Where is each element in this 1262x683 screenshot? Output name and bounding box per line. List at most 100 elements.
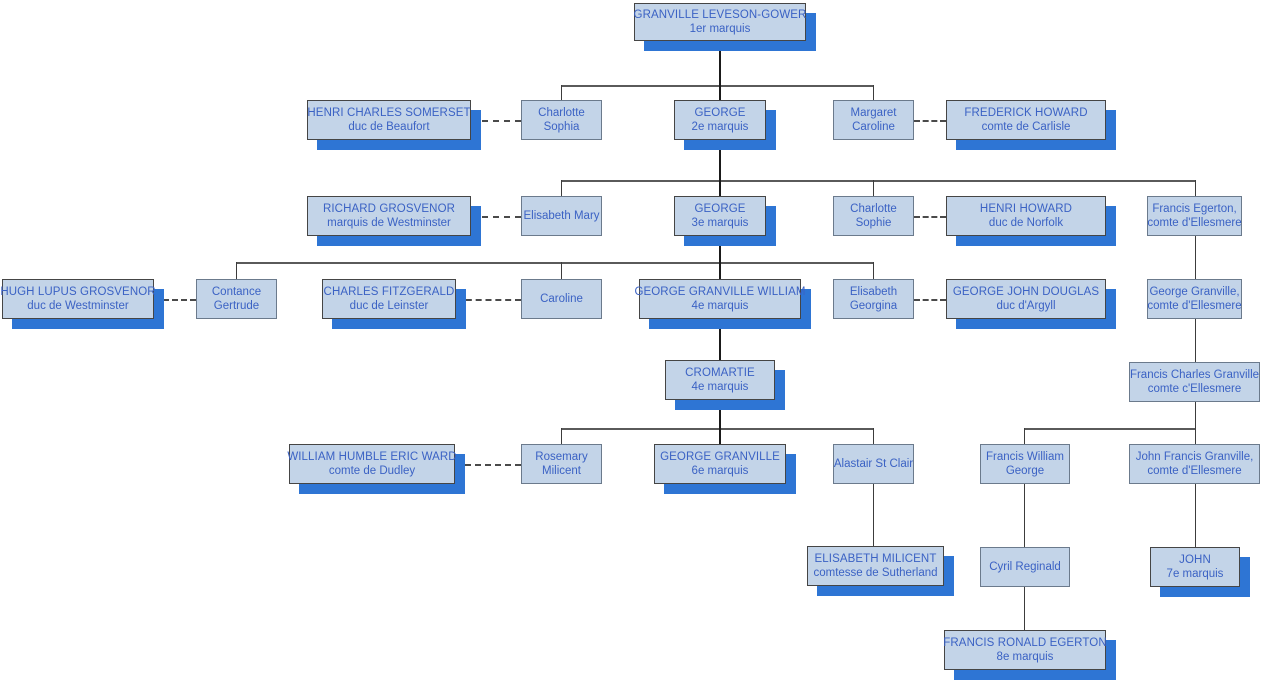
connector-bus-gen4 (236, 262, 874, 264)
connector-cyril-down (1024, 587, 1025, 630)
marriage-connector (471, 120, 521, 122)
person-name: HENRI CHARLES SOMERSET (307, 106, 471, 119)
connector-bus-gen6-to-alastair (873, 428, 874, 444)
person-name: GEORGE JOHN DOUGLAS (952, 285, 1100, 298)
marriage-connector (914, 120, 946, 122)
person-title: duc de Westminster (27, 300, 129, 312)
connector-bus-gen2-to-margaret (873, 85, 874, 100)
person-node[interactable]: GEORGE 2e marquis (674, 100, 766, 140)
person-node[interactable]: Francis Egerton, comte d'Ellesmere (1147, 196, 1242, 236)
connector-fwg-down (1024, 484, 1025, 547)
person-title: duc de Beaufort (348, 121, 430, 133)
connector-george-granville-down (1195, 319, 1196, 362)
person-title: 2e marquis (691, 121, 749, 133)
person-title: 1er marquis (689, 23, 751, 35)
person-title: Georgina (849, 300, 898, 312)
person-node[interactable]: GRANVILLE LEVESON-GOWER 1er marquis (634, 3, 806, 41)
person-node[interactable]: John Francis Granville, comte d'Ellesmere (1129, 444, 1260, 484)
person-title: comte d'Ellesmere (1147, 300, 1242, 312)
person-title: Sophia (543, 121, 580, 133)
connector-bus-gen4-to-elisabeth-georgina (873, 262, 874, 279)
person-name: HENRI HOWARD (979, 202, 1073, 215)
person-node[interactable]: Alastair St Clair (833, 444, 914, 484)
person-title: 7e marquis (1166, 568, 1224, 580)
person-node[interactable]: Cyril Reginald (980, 547, 1070, 587)
person-name: FREDERICK HOWARD (964, 106, 1088, 119)
person-node[interactable]: HENRI CHARLES SOMERSET duc de Beaufort (307, 100, 471, 140)
person-title: comte de Dudley (328, 465, 416, 477)
connector-alastair-down (873, 484, 874, 546)
connector-george2-down (719, 140, 721, 180)
connector-bus-gen3 (561, 180, 1196, 182)
person-name: GRANVILLE LEVESON-GOWER (633, 8, 807, 21)
person-title: comte d'Ellesmere (1147, 465, 1242, 477)
person-node[interactable]: Elisabeth Mary (521, 196, 602, 236)
person-node[interactable]: RICHARD GROSVENOR marquis de Westminster (307, 196, 471, 236)
connector-bus-ellesmere-to-jfg (1195, 428, 1196, 444)
person-name: CHARLES FITZGERALD (323, 285, 455, 298)
person-name: GEORGE (694, 202, 746, 215)
connector-ggw-to-cromartie (719, 319, 721, 360)
person-name: GEORGE GRANVILLE (660, 450, 780, 463)
person-name: Elisabeth (849, 285, 898, 298)
person-node[interactable]: George Granville, comte d'Ellesmere (1147, 279, 1242, 319)
connector-root-down (719, 41, 721, 85)
connector-bus-gen2-to-george2 (719, 85, 721, 100)
person-node[interactable]: CROMARTIE 4e marquis (665, 360, 775, 400)
connector-bus-gen3-to-francis-egerton (1195, 180, 1196, 196)
connector-bus-gen3-to-charlotte-sophie (873, 180, 874, 196)
marriage-connector (456, 299, 521, 301)
person-name: Francis Charles Granville (1129, 368, 1260, 381)
person-title: 4e marquis (691, 381, 749, 393)
person-name: FRANCIS RONALD EGERTON (943, 636, 1107, 649)
person-node[interactable]: GEORGE GRANVILLE 6e marquis (654, 444, 786, 484)
person-name: ELISABETH MILICENT (814, 552, 937, 565)
connector-bus-gen2-to-charlotte (561, 85, 562, 100)
person-name: John Francis Granville, (1135, 450, 1254, 463)
connector-bus-ellesmere-to-fwg (1024, 428, 1025, 444)
person-name: Francis Egerton, (1152, 202, 1237, 215)
person-name: Rosemary (535, 450, 588, 463)
person-title: 6e marquis (691, 465, 749, 477)
person-title: marquis de Westminster (327, 217, 451, 229)
connector-bus-gen4-to-ggw (719, 262, 721, 279)
person-title: George (1005, 465, 1045, 477)
person-name: GEORGE (694, 106, 746, 119)
person-title: Milicent (542, 465, 581, 477)
person-title: comte d'Ellesmere (1147, 217, 1242, 229)
person-node[interactable]: Caroline (521, 279, 602, 319)
person-name: Alastair St Clair (833, 457, 914, 470)
person-title: duc de Leinster (349, 300, 429, 312)
person-name: Elisabeth Mary (523, 209, 600, 222)
connector-bus-ellesmere (1024, 428, 1196, 430)
connector-bus-gen6-to-george-granville6 (719, 428, 721, 444)
person-name: CROMARTIE (685, 366, 755, 379)
connector-bus-gen2 (561, 85, 874, 87)
connector-bus-gen6-to-rosemary (561, 428, 562, 444)
person-name: RICHARD GROSVENOR (322, 202, 456, 215)
marriage-connector (471, 216, 521, 218)
person-name: George Granville, (1149, 285, 1240, 298)
connector-bus-gen6 (561, 428, 874, 430)
person-node[interactable]: CHARLES FITZGERALD duc de Leinster (322, 279, 456, 319)
marriage-connector (154, 299, 196, 301)
connector-cromartie-down (719, 400, 721, 428)
